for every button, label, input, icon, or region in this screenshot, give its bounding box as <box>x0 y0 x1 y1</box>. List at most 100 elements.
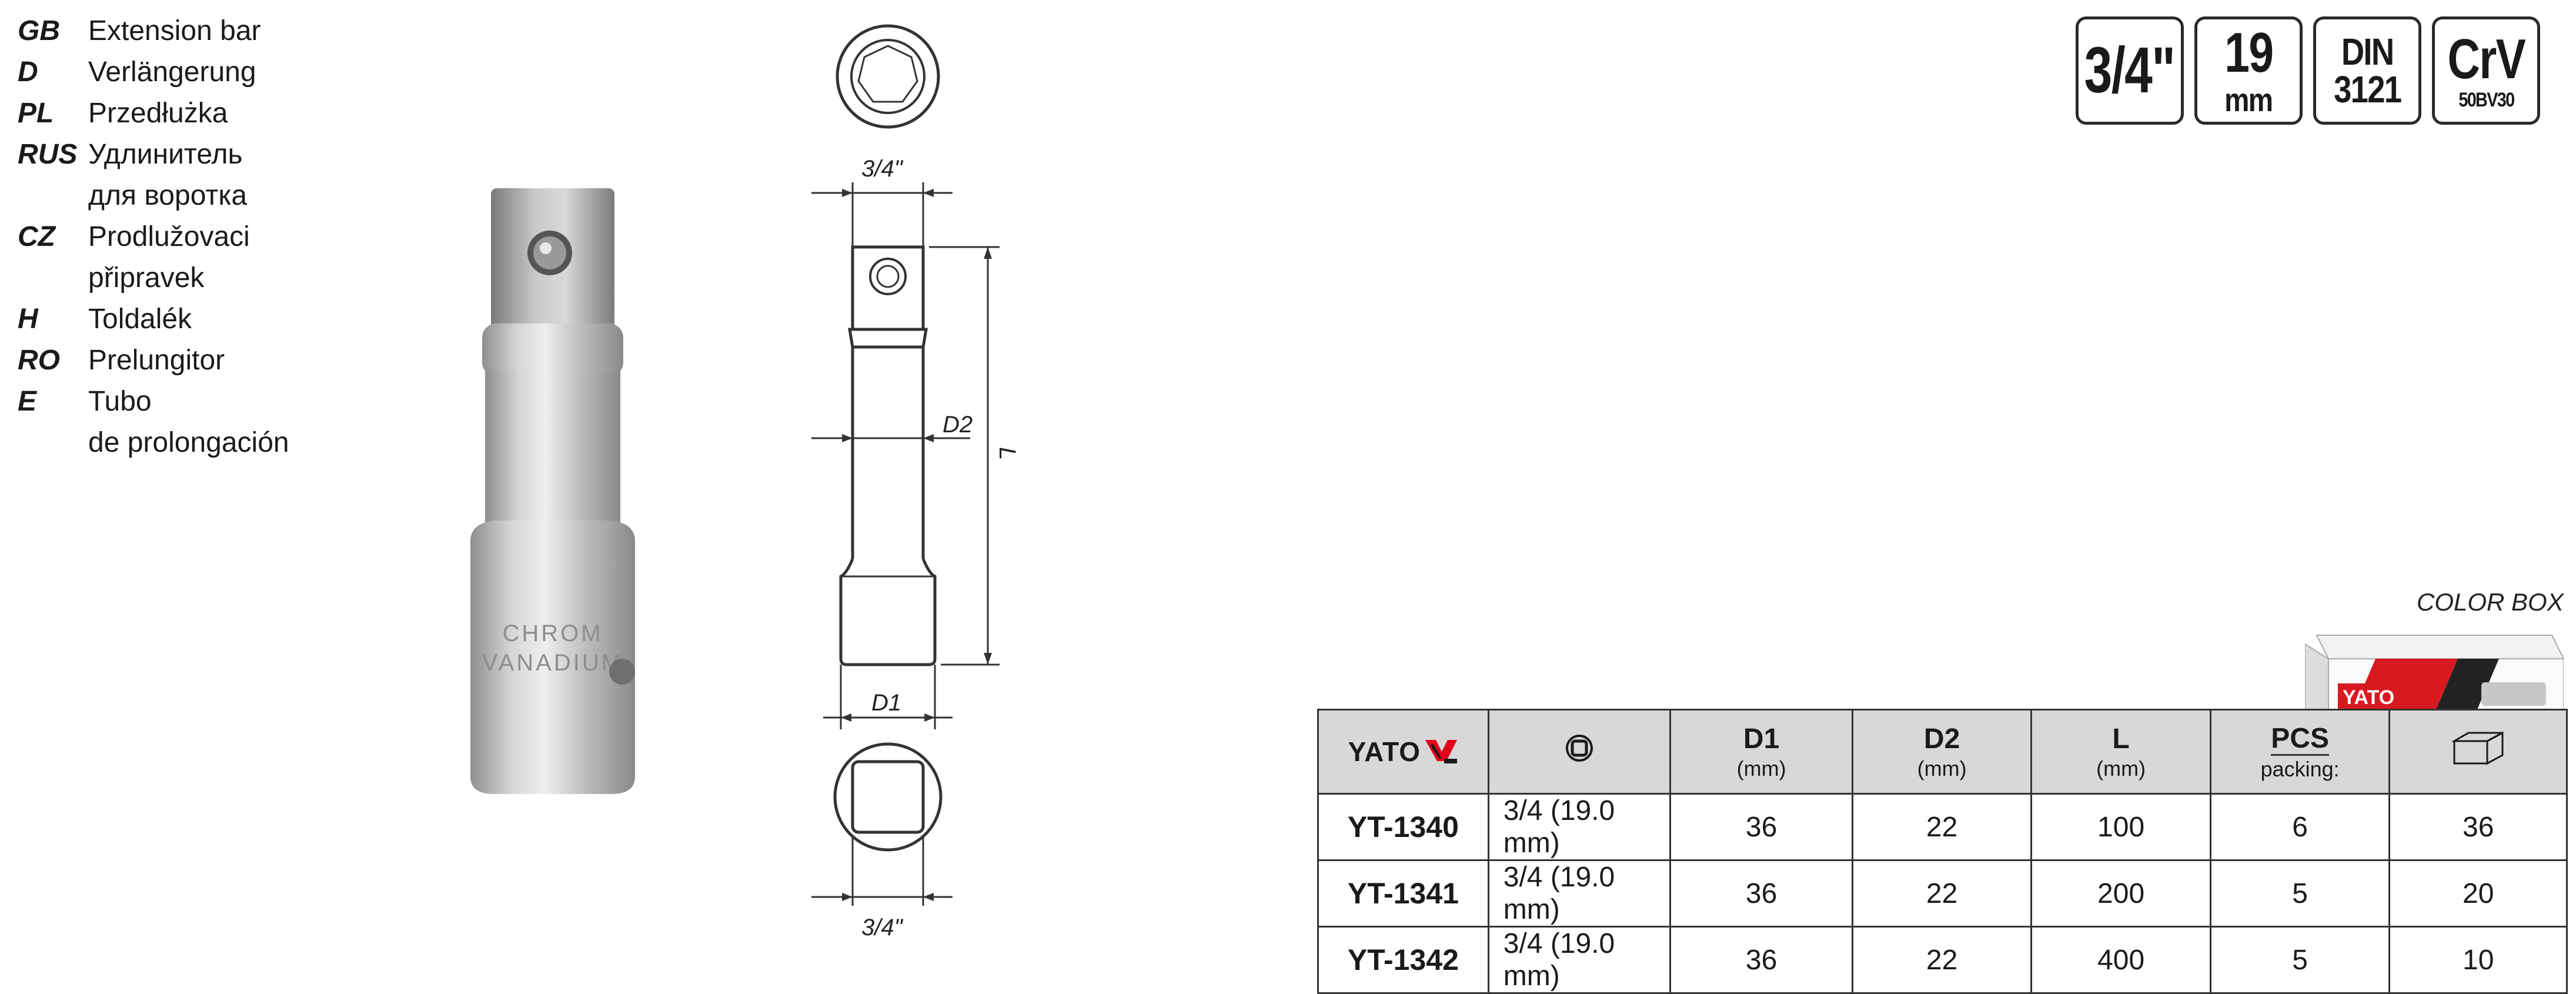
header-drive <box>1487 709 1672 795</box>
lang-name: Extension bar <box>88 15 261 46</box>
cell-l: 100 <box>2030 793 2211 861</box>
cell-box: 10 <box>2388 926 2568 994</box>
header-l-label: L <box>2112 723 2130 755</box>
lang-name: Przedłużka <box>88 98 228 129</box>
lang-name: Prodlužovaci <box>88 221 250 252</box>
engraving-line2: VANADIUM <box>482 650 623 676</box>
cell-d2: 22 <box>1851 926 2033 994</box>
header-pcs-sub: packing: <box>2260 756 2340 781</box>
lang-name: Tubo <box>88 386 152 417</box>
lang-row-pl: PL Przedłużka <box>18 93 289 134</box>
language-list: GB Extension bar D Verlängerung PL Przed… <box>18 11 289 463</box>
lang-row-e: E Tubo de prolongación <box>18 381 289 463</box>
lang-code: PL <box>18 98 54 129</box>
cell-d2: 22 <box>1851 793 2033 861</box>
cell-pcs: 6 <box>2209 793 2391 861</box>
header-pcs: PCS packing: <box>2209 709 2391 795</box>
socket-end <box>470 521 635 794</box>
header-d2: D2 (mm) <box>1851 709 2033 795</box>
lang-code: E <box>18 386 37 417</box>
cell-d1: 36 <box>1669 793 1853 861</box>
cell-d1: 36 <box>1669 859 1853 928</box>
side-view <box>839 245 937 666</box>
spec-badges: 3/4" 19 mm DIN 3121 CrV 50BV30 <box>2076 16 2540 125</box>
badge-subtext: 50BV30 <box>2458 89 2515 111</box>
top-end-view <box>836 24 940 129</box>
engraving-line1: CHROM <box>502 621 603 646</box>
yato-logo-icon <box>1425 740 1458 763</box>
length-label: L <box>994 447 1020 460</box>
lang-row-cz: CZ Prodlužovaci připravek <box>18 216 289 299</box>
lang-row-ro: RO Prelungitor <box>18 340 289 381</box>
bar-shaft <box>485 371 620 541</box>
cell-l: 400 <box>2030 926 2211 994</box>
badge-din: DIN 3121 <box>2313 16 2421 125</box>
square-drive-icon <box>1566 735 1593 762</box>
badge-crv: CrV 50BV30 <box>2432 16 2540 125</box>
carton-box-icon <box>2451 731 2504 765</box>
header-d2-unit: (mm) <box>1917 756 1967 780</box>
badge-subtext: 3121 <box>2333 68 2402 111</box>
lang-name: Удлинитель <box>88 139 243 170</box>
lang-row-rus: RUS Удлинитель для воротка <box>18 134 289 216</box>
lang-code: RO <box>18 345 60 376</box>
header-pcs-label: PCS <box>2271 724 2329 756</box>
side-hole <box>609 659 635 685</box>
table-header-row: YATO D1 (mm) D2 <box>1317 709 2568 795</box>
badge-text: CrV <box>2447 28 2525 91</box>
cell-code: YT-1340 <box>1317 793 1489 861</box>
lang-row-gb: GB Extension bar <box>18 11 289 52</box>
lang-name: Prelungitor <box>88 345 225 376</box>
bottom-end-view <box>833 742 943 852</box>
lang-code: D <box>18 56 38 88</box>
header-d2-label: D2 <box>1923 723 1960 755</box>
d2-label: D2 <box>943 412 973 438</box>
cell-box: 36 <box>2388 793 2568 861</box>
d1-label: D1 <box>871 690 901 716</box>
lang-code: CZ <box>18 221 55 252</box>
table-row: YT-1342 3/4 (19.0 mm) 36 22 400 5 10 <box>1317 926 2568 994</box>
badge-text: DIN <box>2341 31 2394 73</box>
spec-table: YATO D1 (mm) D2 <box>1317 709 2568 994</box>
lang-name: Verlängerung <box>88 56 256 88</box>
lang-name: Toldalék <box>88 303 192 335</box>
lang-name-line2: připravek <box>88 262 205 293</box>
cell-code: YT-1342 <box>1317 926 1489 994</box>
cell-size: 3/4 (19.0 mm) <box>1487 859 1672 928</box>
cell-d1: 36 <box>1669 926 1853 994</box>
color-box-brand: YATO <box>2343 686 2394 709</box>
cell-box: 20 <box>2388 859 2568 928</box>
lang-code: H <box>18 303 38 335</box>
table-row: YT-1340 3/4 (19.0 mm) 36 22 100 6 36 <box>1317 793 2568 861</box>
cell-pcs: 5 <box>2209 926 2391 994</box>
badge-text: 19 <box>2224 21 2274 84</box>
header-l: L (mm) <box>2030 709 2211 795</box>
header-d1-label: D1 <box>1743 723 1780 755</box>
badge-drive-size: 3/4" <box>2076 16 2184 125</box>
header-logo: YATO <box>1317 709 1489 795</box>
header-d1-unit: (mm) <box>1736 756 1786 780</box>
cell-pcs: 5 <box>2209 859 2391 928</box>
cell-size: 3/4 (19.0 mm) <box>1487 926 1672 994</box>
color-box-label: COLOR BOX <box>2417 588 2564 616</box>
badge-subtext: mm <box>2224 81 2273 118</box>
header-box <box>2388 709 2568 795</box>
cell-size: 3/4 (19.0 mm) <box>1487 793 1672 861</box>
drive-collar <box>482 323 623 376</box>
lang-name-line2: для воротка <box>88 180 248 211</box>
yato-logo-text: YATO <box>1348 736 1421 767</box>
bottom-dimension-label: 3/4" <box>861 915 904 940</box>
lang-row-h: H Toldalék <box>18 299 289 340</box>
extension-bar-photo: CHROM VANADIUM <box>470 188 635 794</box>
lang-name-line2: de prolongación <box>88 427 289 458</box>
cell-code: YT-1341 <box>1317 859 1489 928</box>
header-d1: D1 (mm) <box>1669 709 1853 795</box>
cell-l: 200 <box>2030 859 2211 928</box>
top-dimension-label: 3/4" <box>861 156 904 182</box>
header-l-unit: (mm) <box>2096 756 2146 780</box>
lang-code: RUS <box>18 139 78 170</box>
badge-mm: 19 mm <box>2194 16 2303 125</box>
table-row: YT-1341 3/4 (19.0 mm) 36 22 200 5 20 <box>1317 859 2568 928</box>
badge-text: 3/4" <box>2084 34 2176 106</box>
lang-row-d: D Verlängerung <box>18 52 289 93</box>
